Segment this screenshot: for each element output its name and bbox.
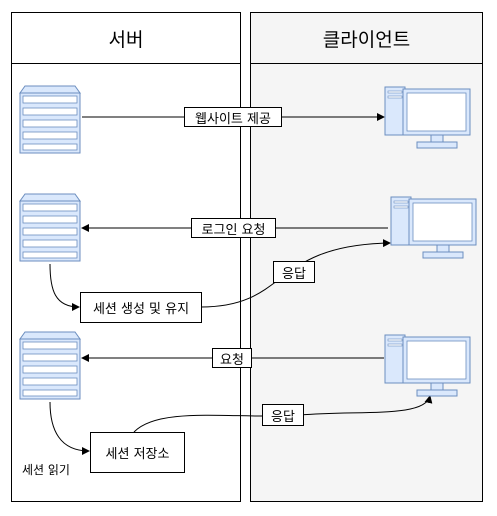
server-lane-title: 서버	[12, 13, 240, 64]
edge-label-login: 로그인 요청	[191, 218, 276, 238]
computer-icon	[390, 196, 477, 259]
computer-icon	[384, 334, 471, 397]
computer-icon	[384, 86, 471, 149]
edge-label-request: 요청	[212, 348, 252, 368]
server-icon	[19, 331, 81, 400]
edge-label-response2: 응답	[262, 404, 304, 426]
edge-label-website: 웹사이트 제공	[184, 107, 282, 127]
edge-to-session-create	[49, 263, 80, 311]
edge-label-response1: 응답	[273, 261, 315, 283]
session-read-text: 세션 읽기	[22, 463, 70, 477]
session-create-box: 세션 생성 및 유지	[80, 292, 202, 323]
server-icon	[19, 85, 81, 154]
server-icon	[19, 193, 81, 262]
session-store-box: 세션 저장소	[90, 432, 185, 473]
edge-to-session-store	[49, 401, 90, 455]
client-lane-title: 클라이언트	[251, 13, 482, 64]
